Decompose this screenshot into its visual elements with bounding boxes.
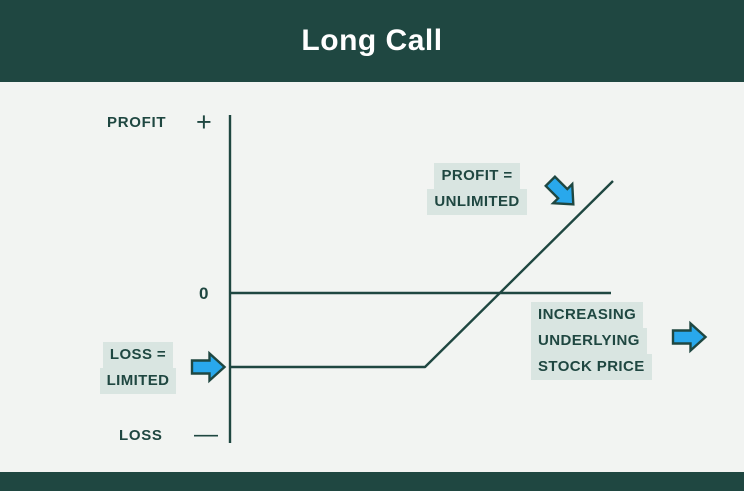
header-band: Long Call bbox=[0, 0, 744, 82]
profit-unlimited-callout: PROFIT = UNLIMITED bbox=[402, 163, 552, 215]
payoff-line bbox=[230, 180, 614, 369]
loss-arrow-right-icon bbox=[190, 350, 227, 384]
increasing-stock-line2: UNDERLYING bbox=[531, 328, 647, 354]
increasing-arrow-right-icon bbox=[671, 320, 708, 354]
profit-unlimited-line2: UNLIMITED bbox=[427, 189, 527, 215]
profit-axis-label: PROFIT bbox=[107, 114, 167, 131]
zero-label: 0 bbox=[199, 284, 209, 303]
page-title: Long Call bbox=[301, 24, 443, 57]
plus-sign: + bbox=[196, 107, 212, 137]
profit-unlimited-line1: PROFIT = bbox=[434, 163, 520, 189]
loss-limited-line2: LIMITED bbox=[99, 368, 177, 394]
footer-band bbox=[0, 472, 744, 491]
loss-limited-line1: LOSS = bbox=[102, 342, 174, 368]
profit-arrow-diagonal-icon bbox=[544, 175, 575, 206]
increasing-stock-line3: STOCK PRICE bbox=[531, 354, 652, 380]
loss-axis-label: LOSS bbox=[119, 427, 163, 444]
increasing-stock-callout: INCREASING UNDERLYING STOCK PRICE bbox=[531, 302, 652, 380]
increasing-stock-line1: INCREASING bbox=[531, 302, 644, 328]
minus-sign: — bbox=[194, 421, 218, 448]
loss-limited-callout: LOSS = LIMITED bbox=[78, 342, 198, 394]
